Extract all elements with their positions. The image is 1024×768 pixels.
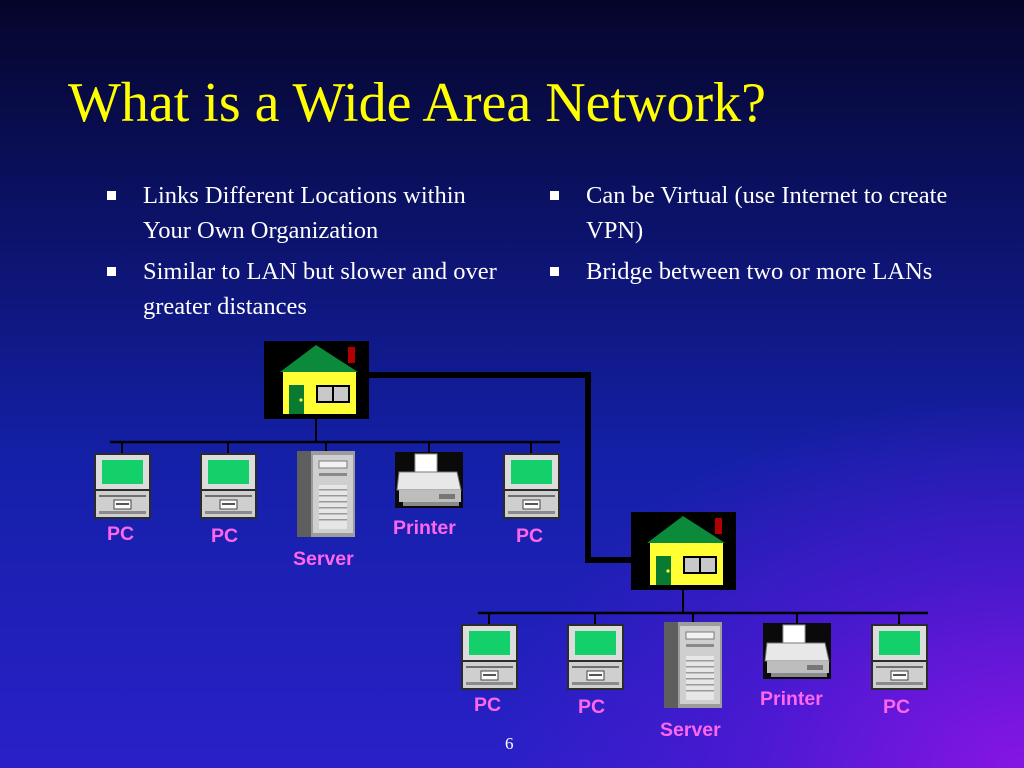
server-icon <box>296 450 356 538</box>
square-bullet-icon <box>107 267 116 276</box>
bullet-item: Links Different Locations within Your Ow… <box>107 178 507 248</box>
bullet-list-right: Can be Virtual (use Internet to create V… <box>550 178 970 295</box>
printer-icon <box>394 451 464 509</box>
house-icon <box>631 512 736 590</box>
device-label-pc: PC <box>516 525 544 547</box>
device-label-printer: Printer <box>760 688 823 710</box>
bullet-text: Can be Virtual (use Internet to create V… <box>586 182 948 244</box>
bullet-list-left: Links Different Locations within Your Ow… <box>107 178 507 330</box>
server-icon <box>663 621 723 709</box>
square-bullet-icon <box>550 267 559 276</box>
slide-number: 6 <box>505 734 514 753</box>
device-label-server: Server <box>293 548 354 570</box>
device-label-pc: PC <box>107 523 135 545</box>
pc-icon <box>93 452 152 520</box>
device-label-pc: PC <box>883 696 911 718</box>
bullet-item: Bridge between two or more LANs <box>550 254 970 289</box>
square-bullet-icon <box>550 191 559 200</box>
bullet-text: Bridge between two or more LANs <box>586 258 933 285</box>
slide-title: What is a Wide Area Network? <box>68 72 767 134</box>
device-label-server: Server <box>660 719 721 741</box>
printer-icon <box>762 622 832 680</box>
wan-link-line <box>369 372 632 563</box>
pc-icon <box>566 623 625 691</box>
device-label-pc: PC <box>211 525 239 547</box>
bullet-text: Similar to LAN but slower and over great… <box>143 258 497 320</box>
pc-icon <box>870 623 929 691</box>
bullet-text: Links Different Locations within Your Ow… <box>143 182 466 244</box>
lan-2 <box>460 512 929 709</box>
pc-icon <box>199 452 258 520</box>
pc-icon <box>460 623 519 691</box>
device-label-pc: PC <box>474 694 502 716</box>
device-label-pc: PC <box>578 696 606 718</box>
bullet-item: Similar to LAN but slower and over great… <box>107 254 507 324</box>
house-icon <box>264 341 369 419</box>
pc-icon <box>502 452 561 520</box>
lan-1 <box>93 341 561 538</box>
device-label-printer: Printer <box>393 517 456 539</box>
bullet-item: Can be Virtual (use Internet to create V… <box>550 178 970 248</box>
square-bullet-icon <box>107 191 116 200</box>
